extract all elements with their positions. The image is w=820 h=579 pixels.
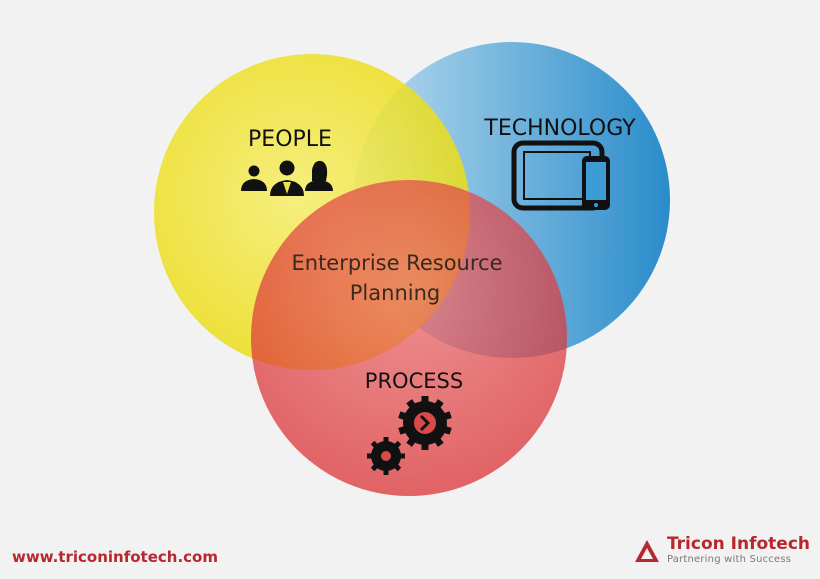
gear-tooth xyxy=(383,469,389,475)
gear-tooth xyxy=(421,443,429,450)
center-label-line2: Planning xyxy=(350,281,440,305)
process-circle xyxy=(251,180,567,496)
gear-tooth xyxy=(398,425,408,435)
gear-tooth xyxy=(383,437,389,443)
center-label-line1: Enterprise Resource xyxy=(291,251,502,275)
gear-tooth xyxy=(442,425,452,435)
gear-tooth xyxy=(421,396,429,403)
brand-tagline: Partnering with Success xyxy=(666,554,792,565)
gear-tooth xyxy=(399,453,405,459)
gear-tooth xyxy=(393,463,402,472)
people-label: PEOPLE xyxy=(248,127,332,152)
gear-tooth xyxy=(398,411,408,421)
gear-tooth xyxy=(370,463,379,472)
brand-mark-icon xyxy=(634,539,659,562)
brand-name: Tricon Infotech xyxy=(666,534,810,554)
gears-icon xyxy=(367,396,452,475)
website-url[interactable]: www.triconinfotech.com xyxy=(12,548,218,566)
technology-label: TECHNOLOGY xyxy=(483,116,636,141)
gear-tooth xyxy=(370,440,379,449)
gear-tooth xyxy=(433,437,444,447)
gear-tooth xyxy=(442,411,452,421)
people-icon xyxy=(241,160,333,196)
gear-tooth xyxy=(406,437,417,447)
gear-tooth xyxy=(433,399,444,409)
devices-icon xyxy=(511,140,610,211)
gear-tooth xyxy=(406,399,417,409)
gear-tooth xyxy=(393,440,402,449)
gear-tooth xyxy=(367,453,373,459)
process-label: PROCESS xyxy=(365,369,463,393)
brand-logo: Tricon Infotech Partnering with Success xyxy=(633,536,810,565)
